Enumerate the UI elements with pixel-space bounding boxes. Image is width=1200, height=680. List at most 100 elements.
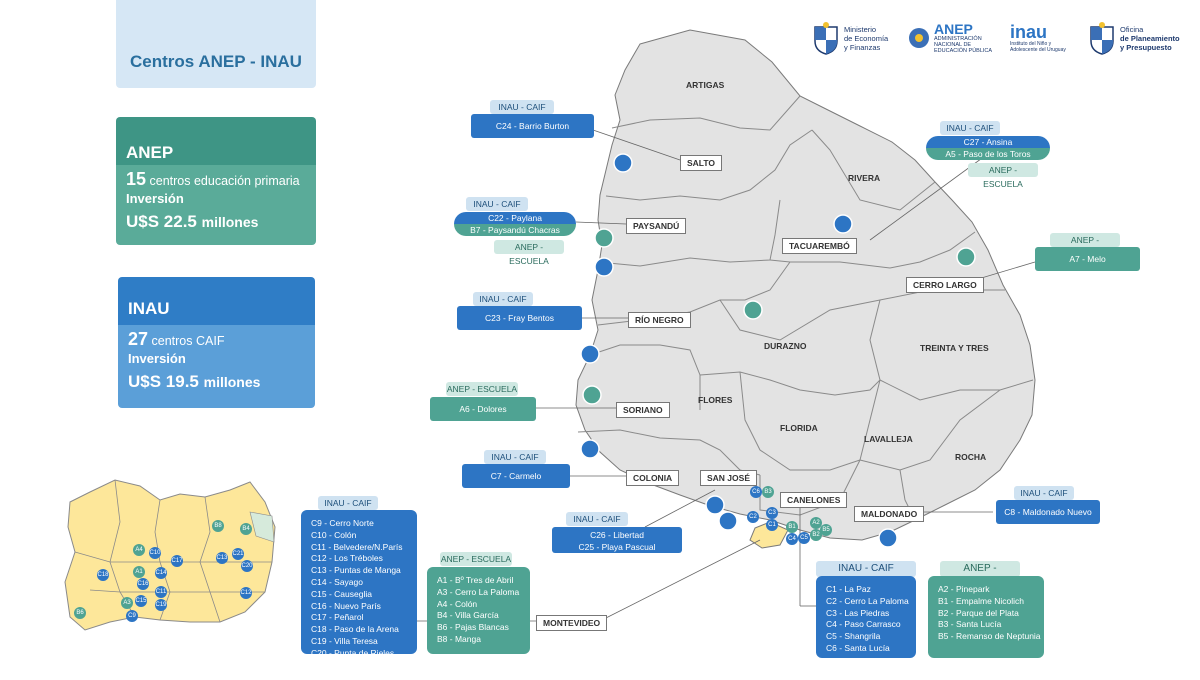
dept-soriano: SORIANO <box>616 402 670 418</box>
list-item: C17 - Peñarol <box>311 612 364 623</box>
inset-marker-c19: C19 <box>155 599 167 611</box>
inset-marker-c15: C15 <box>135 595 147 607</box>
list-item: B4 - Villa García <box>437 610 499 621</box>
title-box: Centros ANEP - INAU <box>116 0 316 88</box>
list-item: C1 - La Paz <box>826 584 871 594</box>
label-c7: C7 - Carmelo <box>462 464 570 488</box>
label-c26-c25: C26 - Libertad C25 - Playa Pascual <box>552 527 682 553</box>
list-item: C21 - Barrio Capra <box>311 659 383 670</box>
inset-marker-a1: A1 <box>133 566 145 578</box>
dept-cerro-largo: CERRO LARGO <box>906 277 984 293</box>
marker-b2: B2 <box>810 529 822 541</box>
map-markers <box>580 153 976 548</box>
marker-a6 <box>582 385 602 405</box>
dept-rio-negro: RÍO NEGRO <box>628 312 691 328</box>
marker-a2: A2 <box>810 517 822 529</box>
border-soriano <box>589 344 701 410</box>
list-item: C5 - Shangrila <box>826 631 881 642</box>
marker-c6: C6 <box>750 486 762 498</box>
tag-inau-caif: INAU - CAIF <box>473 292 533 306</box>
tag-inau-caif: INAU - CAIF <box>318 496 378 510</box>
inset-marker-c14: C14 <box>155 567 167 579</box>
label-c8: C8 - Maldonado Nuevo <box>996 500 1100 524</box>
border-salto <box>605 129 813 201</box>
label-c26: C26 - Libertad <box>590 530 644 540</box>
list-item: C2 - Cerro La Paloma <box>826 595 909 606</box>
list-item: C12 - Los Tréboles <box>311 553 383 564</box>
leader-a5 <box>869 144 1001 241</box>
montevideo-inau-list: C9 - Cerro Norte C10 - Colón C11 - Belve… <box>301 510 417 670</box>
marker-b3: B3 <box>762 486 774 498</box>
anep-amount: U$S 22.5 <box>126 212 197 231</box>
label-c27: C27 - Ansina <box>926 136 1050 148</box>
list-item: C9 - Cerro Norte <box>311 518 374 528</box>
label-c23: C23 - Fray Bentos <box>457 306 582 330</box>
anep-unit: millones <box>201 214 259 230</box>
dept-lavalleja: LAVALLEJA <box>864 434 913 444</box>
inau-count-label: centros CAIF <box>151 334 225 348</box>
inset-marker-c9: C9 <box>126 610 138 622</box>
page-title: Centros ANEP - INAU <box>130 52 302 71</box>
anep-stats-card: ANEP 15 centros educación primaria Inver… <box>116 117 316 245</box>
marker-a5 <box>743 300 763 320</box>
inset-marker-a4: A4 <box>133 544 145 556</box>
tag-anep-escuela: ANEP - ESCUELA <box>440 552 512 566</box>
dept-san-jose: SAN JOSÉ <box>700 470 757 486</box>
list-item: C18 - Paso de la Arena <box>311 624 399 635</box>
inset-marker-c10: C10 <box>149 547 161 559</box>
montevideo-inset-map <box>64 479 276 631</box>
tag-inau-caif: INAU - CAIF <box>1014 486 1074 500</box>
inau-investment-label: Inversión <box>128 351 186 366</box>
leader-salto <box>592 129 681 161</box>
marker-c25 <box>718 511 738 531</box>
border-paysandu <box>597 199 781 267</box>
anep-stats-header: ANEP <box>116 117 316 165</box>
marker-c7 <box>580 439 600 459</box>
inset-marker-c11: C11 <box>155 586 167 598</box>
dept-rivera: RIVERA <box>848 173 881 183</box>
leader-sanjose <box>644 489 716 528</box>
label-b7: B7 - Paysandú Chacras <box>454 224 576 236</box>
dept-treinta-y-tres: TREINTA Y TRES <box>920 343 989 353</box>
list-item: C6 - Santa Lucía <box>826 642 890 653</box>
anep-count: 15 <box>126 169 147 189</box>
dept-florida: FLORIDA <box>780 423 818 433</box>
label-a7: A7 - Melo <box>1035 247 1140 271</box>
tag-inau-caif: INAU - CAIF <box>484 450 546 464</box>
dept-maldonado: MALDONADO <box>854 506 925 522</box>
marker-b5: B5 <box>820 524 832 536</box>
dept-artigas: ARTIGAS <box>686 80 725 90</box>
marker-c8 <box>878 528 898 548</box>
tag-inau-caif: INAU - CAIF <box>566 512 628 526</box>
inset-marker-b4: B4 <box>240 523 252 535</box>
tag-inau-caif: INAU - CAIF <box>816 561 916 577</box>
inset-marker-c18: C18 <box>97 569 109 581</box>
list-item: C11 - Belvedere/N.París <box>311 541 403 552</box>
list-item: B5 - Remanso de Neptunia <box>938 631 1041 642</box>
list-item: C4 - Paso Carrasco <box>826 619 901 630</box>
tag-anep-escuela: ANEP - ESCUELA <box>1050 233 1120 259</box>
label-c24: C24 - Barrio Burton <box>471 114 594 138</box>
marker-c24 <box>613 153 633 173</box>
list-item: A1 - Bº Tres de Abril <box>437 575 514 585</box>
inset-marker-a3: A3 <box>121 597 133 609</box>
label-a5: A5 - Paso de los Toros <box>926 148 1050 160</box>
list-item: C14 - Sayago <box>311 576 363 587</box>
marker-c23 <box>580 344 600 364</box>
list-item: C15 - Causeglia <box>311 588 372 599</box>
tag-inau-caif: INAU - CAIF <box>466 197 528 211</box>
inset-marker-b6: B6 <box>74 607 86 619</box>
inset-marker-c17: C17 <box>171 555 183 567</box>
list-item: C13 - Puntas de Manga <box>311 565 401 576</box>
marker-c2: C2 <box>747 511 759 523</box>
dept-montevideo: MONTEVIDEO <box>536 615 608 631</box>
list-item: B2 - Parque del Plata <box>938 607 1019 618</box>
list-item: A2 - Pinepark <box>938 584 990 594</box>
inau-stats-title: INAU <box>128 299 170 318</box>
inset-marker-c21: C21 <box>232 548 244 560</box>
anep-investment-label: Inversión <box>126 191 184 206</box>
list-item: B3 - Santa Lucía <box>938 619 1002 630</box>
